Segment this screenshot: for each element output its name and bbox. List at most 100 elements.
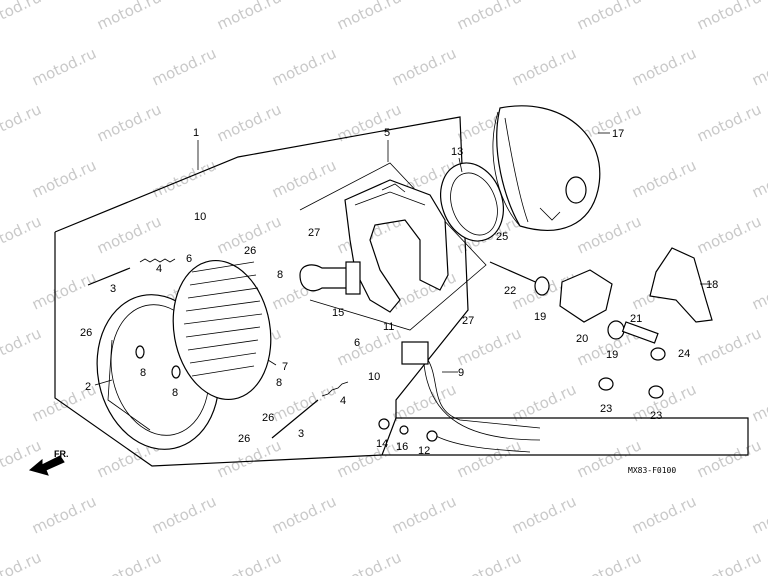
hardware-icon [378,261,666,442]
watermark-text: motod.ru [214,0,284,34]
watermark-text: motod.ru [574,212,644,257]
part-label-10a: 10 [194,211,206,223]
lens-pattern-line [191,365,255,377]
watermark-text: motod.ru [94,0,164,34]
watermark-text: motod.ru [629,380,699,425]
assembly-outline [54,116,749,467]
watermark-text: motod.ru [0,548,44,576]
mount-bracket-icon [344,179,449,313]
part-label-26b: 26 [80,327,92,339]
part-label-11: 11 [383,321,394,333]
watermark-text: motod.ru [454,436,524,481]
lens-pattern-line [187,287,259,299]
lens-pattern-line [183,313,263,325]
watermark-text: motod.ru [389,44,459,89]
watermark-text: motod.ru [214,100,284,145]
part-label-6a: 6 [186,253,192,265]
watermark-text: motod.ru [629,44,699,89]
part-label-15: 15 [332,307,344,319]
direction-label: FR. [54,449,69,459]
part-label-23b: 23 [650,410,662,422]
watermark-text: motod.ru [629,156,699,201]
watermark-text: motod.ru [94,212,164,257]
lens-pattern-line [189,274,257,286]
watermark-text: motod.ru [0,436,44,481]
watermark-text: motod.ru [454,0,524,34]
headlight-case-icon [492,105,601,231]
side-bracket-icon [559,247,713,323]
watermark-text: motod.ru [509,492,579,537]
watermark-text: motod.ru [334,548,404,576]
watermark-text: motod.ru [29,44,99,89]
part-label-18: 18 [706,279,718,291]
watermark-text: motod.ru [334,436,404,481]
watermark-text: motod.ru [94,100,164,145]
part-label-21: 21 [630,313,642,325]
watermark-text: motod.ru [149,44,219,89]
part-labels: 1 2 3 3 4 4 5 6 6 7 8 8 8 8 9 10 10 11 1… [80,127,718,457]
part-label-4b: 4 [340,395,346,407]
part-label-25: 25 [496,231,508,243]
watermark-text: motod.ru [0,212,44,257]
watermark-text: motod.ru [269,492,339,537]
front-arrow-icon: FR. [28,449,69,476]
lens-pattern-line [191,261,255,273]
bulb-icon [299,261,361,295]
lens-pattern-line [185,326,261,338]
part-label-6b: 6 [354,337,360,349]
part-label-24: 24 [678,348,690,360]
watermark-text: motod.ru [29,492,99,537]
watermark-text: motod.ru [94,548,164,576]
part-label-5: 5 [384,127,390,139]
watermark-text: motod.ru [454,324,524,369]
watermark-text: motod.ru [694,212,764,257]
socket-wiring-icon [401,341,541,453]
part-label-9: 9 [458,367,464,379]
watermark-text: motod.ru [749,44,768,89]
part-label-19a: 19 [534,311,546,323]
part-label-12: 12 [418,445,430,457]
part-label-16: 16 [396,441,408,453]
watermark-text: motod.ru [454,548,524,576]
part-label-3a: 3 [110,283,116,295]
part-label-27a: 27 [308,227,320,239]
bracket-group-outline [299,162,487,331]
watermark-text: motod.ru [509,380,579,425]
watermark-text: motod.ru [749,492,768,537]
watermark-text: motod.ru [694,0,764,34]
watermark-text: motod.ru [214,548,284,576]
watermark-text: motod.ru [269,44,339,89]
watermark-text: motod.ru [389,380,459,425]
part-label-14: 14 [376,438,388,450]
watermark-text: motod.ru [574,548,644,576]
part-label-20: 20 [576,333,588,345]
watermark-text: motod.ru [749,156,768,201]
leader-lines [94,132,712,386]
diagram-code: MX83-F0100 [628,466,676,475]
part-label-26a: 26 [244,245,256,257]
part-label-8b: 8 [140,367,146,379]
part-label-4a: 4 [156,263,162,275]
part-label-13: 13 [451,146,463,158]
lens-pattern-line [189,352,257,364]
watermark-text: motod.ru [694,436,764,481]
watermark-text: motod.ru [509,44,579,89]
headlight-lens-icon [172,259,272,401]
part-label-2: 2 [85,381,91,393]
part-label-17: 17 [612,128,624,140]
watermark-text: motod.ru [629,492,699,537]
watermark-text: motod.ru [29,268,99,313]
watermark-text: motod.ru [334,0,404,34]
part-label-23a: 23 [600,403,612,415]
part-label-8a: 8 [277,269,283,281]
part-label-19b: 19 [606,349,618,361]
part-label-1: 1 [193,127,199,139]
part-label-3b: 3 [298,428,304,440]
part-label-7: 7 [282,361,288,373]
adjust-screw-icon [87,258,349,439]
lens-pattern-line [185,300,261,312]
watermark-text: motod.ru [149,492,219,537]
watermark-text: motod.ru [694,324,764,369]
